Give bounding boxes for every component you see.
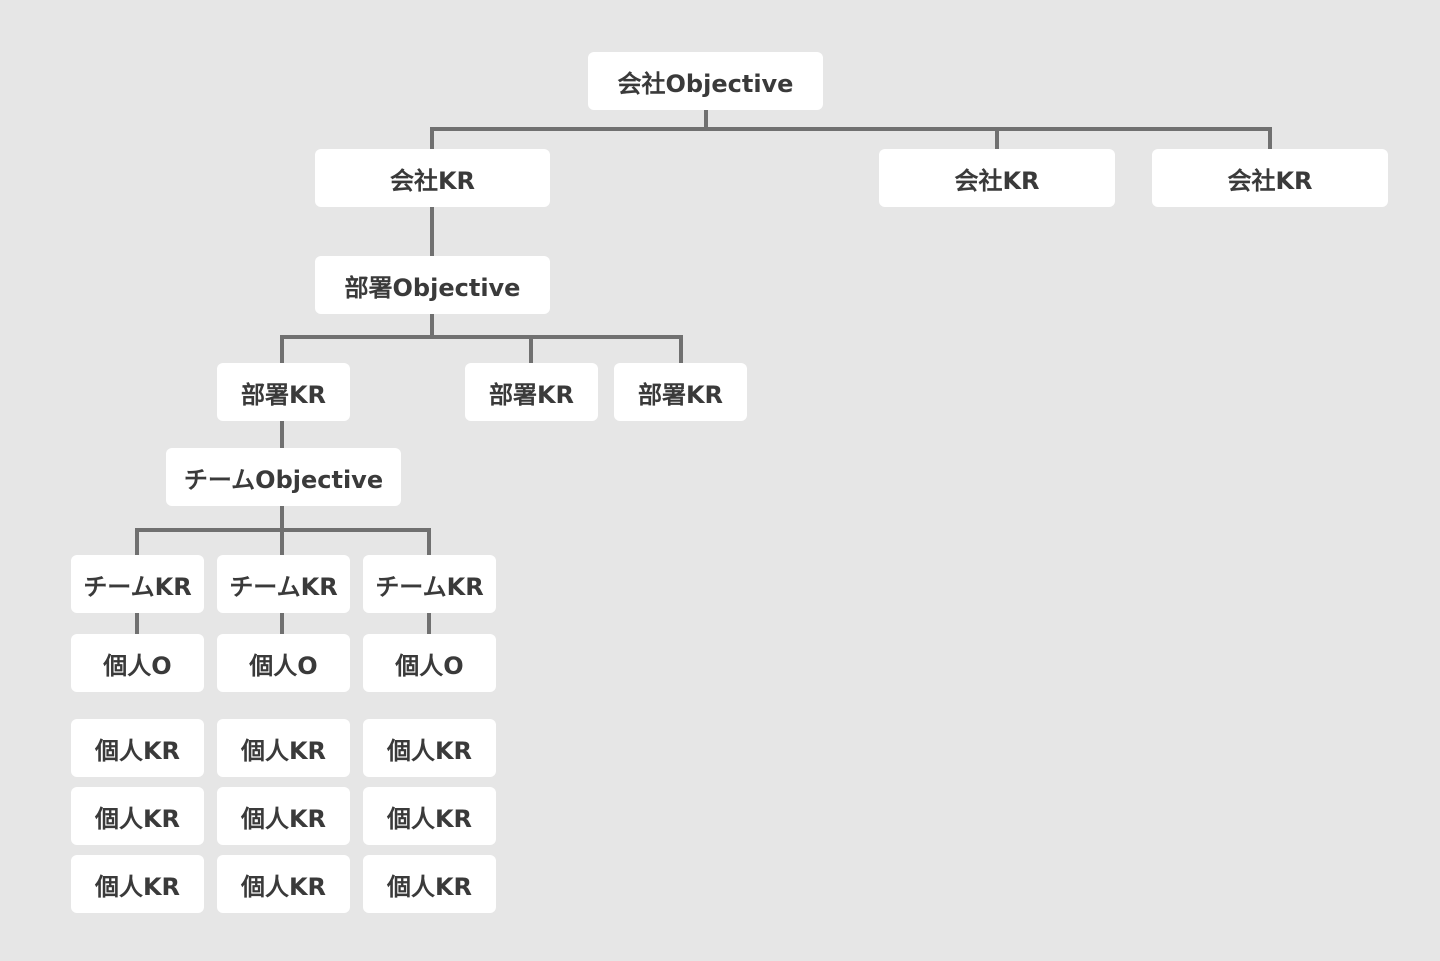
individual-kr-node: 個人KR [71,855,204,913]
company-objective-node: 会社Objective [588,52,823,110]
individual-kr-node: 個人KR [363,855,496,913]
department-kr-node: 部署KR [614,363,747,421]
team-kr-node: チームKR [363,555,496,613]
department-kr-node: 部署KR [465,363,598,421]
individual-kr-node: 個人KR [217,855,350,913]
individual-kr-node: 個人KR [217,719,350,777]
company-kr-node: 会社KR [1152,149,1388,207]
individual-objective-node: 個人O [71,634,204,692]
company-kr-node: 会社KR [879,149,1115,207]
individual-kr-node: 個人KR [71,787,204,845]
team-kr-node: チームKR [217,555,350,613]
department-kr-node: 部署KR [217,363,350,421]
individual-objective-node: 個人O [217,634,350,692]
individual-kr-node: 個人KR [217,787,350,845]
individual-objective-node: 個人O [363,634,496,692]
individual-kr-node: 個人KR [363,719,496,777]
department-objective-node: 部署Objective [315,256,550,314]
team-kr-node: チームKR [71,555,204,613]
individual-kr-node: 個人KR [363,787,496,845]
team-objective-node: チームObjective [166,448,401,506]
company-kr-node: 会社KR [315,149,550,207]
individual-kr-node: 個人KR [71,719,204,777]
